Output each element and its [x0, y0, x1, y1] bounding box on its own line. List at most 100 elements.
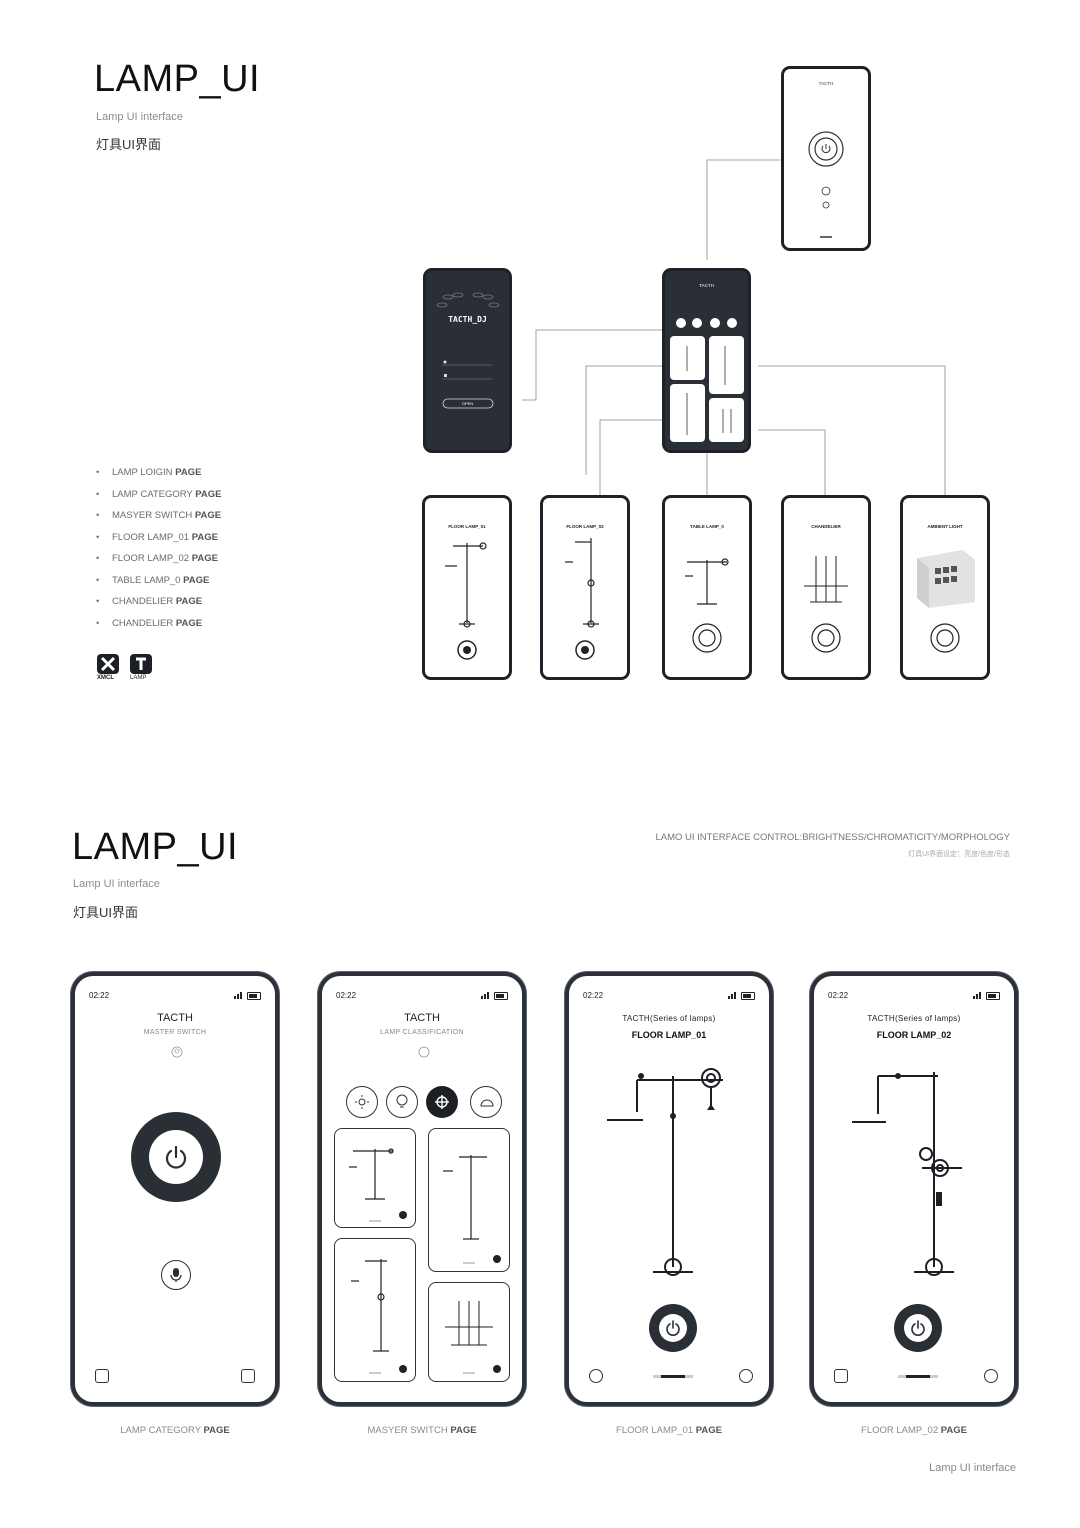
- chandelier-thumb-art: [804, 556, 848, 653]
- pages-list: LAMP LOIGIN PAGE LAMP CATEGORY PAGE MASY…: [96, 466, 221, 638]
- lamp-card-table[interactable]: [334, 1128, 416, 1228]
- caption-floor-lamp-01: FLOOR LAMP_01 PAGE: [616, 1425, 722, 1436]
- table-lamp-thumb[interactable]: TABLE LAMP_0: [662, 495, 752, 680]
- list-item: MASYER SWITCH PAGE: [96, 509, 221, 531]
- microphone-button[interactable]: [739, 1369, 753, 1383]
- login-screen-thumb[interactable]: TACTH_DJ OPEN: [423, 268, 512, 453]
- phone-floor-lamp-02: 02:22 TACTH(Series of lamps) FLOOR LAMP_…: [810, 972, 1018, 1406]
- power-icon: [666, 1320, 680, 1336]
- lamp-logo-icon: [130, 654, 152, 674]
- master-switch-thumb[interactable]: TACTH: [781, 66, 871, 251]
- xmcl-logo-icon: [97, 654, 119, 674]
- category-icon[interactable]: [834, 1369, 848, 1383]
- lamp-logo: LAMP: [130, 654, 152, 681]
- floor-lamp-02-thumb-art: [565, 538, 599, 660]
- lamp-card-floor-01[interactable]: [428, 1128, 510, 1272]
- xmcl-logo: XMCL: [97, 654, 119, 681]
- list-item: FLOOR LAMP_01 PAGE: [96, 531, 221, 553]
- phone-master-switch: 02:22 TACTH MASTER SWITCH: [71, 972, 279, 1406]
- caption-master-switch: LAMP CATEGORY PAGE: [120, 1425, 230, 1436]
- floor-lamp-02-illustration: [351, 1259, 407, 1374]
- floor-lamp-01-thumb[interactable]: FLOOR LAMP_01: [422, 495, 512, 680]
- floor-lamp-02-thumb[interactable]: FLOOR LAMP_02: [540, 495, 630, 680]
- caption-lamp-classification: MASYER SWITCH PAGE: [367, 1425, 477, 1436]
- microphone-button[interactable]: [161, 1260, 191, 1290]
- list-item: CHANDELIER PAGE: [96, 617, 221, 639]
- top-subtitle-en: Lamp UI interface: [96, 111, 183, 123]
- list-item: FLOOR LAMP_02 PAGE: [96, 552, 221, 574]
- bottom-subtitle-cn: 灯具UI界面: [73, 905, 139, 920]
- microphone-button[interactable]: [984, 1369, 998, 1383]
- battery-icon: [247, 992, 261, 1000]
- bulb-icon: [396, 1094, 408, 1108]
- floor-lamp-01-illustration: [443, 1155, 501, 1264]
- ambient-light-thumb-art: [917, 550, 975, 653]
- page-title: TACTH: [404, 1012, 440, 1024]
- category-icon[interactable]: [95, 1369, 109, 1383]
- brightness-slider[interactable]: [653, 1375, 693, 1378]
- footer-label: Lamp UI interface: [929, 1462, 1016, 1474]
- page-title: TACTH(Series of lamps): [867, 1014, 961, 1023]
- lamp-card-floor-02[interactable]: [334, 1238, 416, 1382]
- microphone-icon: [170, 1268, 182, 1282]
- clock-icon[interactable]: [241, 1369, 255, 1383]
- status-bar: 02:22: [89, 991, 261, 1001]
- bottom-subtitle-en: Lamp UI interface: [73, 878, 160, 890]
- bulb-icon: [418, 1046, 430, 1058]
- bulb-tab[interactable]: [386, 1086, 418, 1118]
- top-subtitle-cn: 灯具UI界面: [96, 137, 162, 152]
- phone-lamp-classification: 02:22 TACTH LAMP CLASSIFICATION: [318, 972, 526, 1406]
- page-subtitle: LAMP CLASSIFICATION: [380, 1029, 464, 1036]
- power-icon: [165, 1145, 187, 1169]
- page-title: TACTH(Series of lamps): [622, 1014, 716, 1023]
- flow-connectors: [522, 159, 946, 495]
- login-brand: TACTH_DJ: [448, 315, 487, 324]
- chandelier-thumb[interactable]: CHANDELIER: [781, 495, 871, 680]
- category-hub-art: [670, 318, 744, 442]
- power-icon: [911, 1320, 925, 1336]
- caption-floor-lamp-02: FLOOR LAMP_02 PAGE: [861, 1425, 967, 1436]
- power-button[interactable]: [131, 1112, 221, 1202]
- page-subtitle: FLOOR LAMP_02: [876, 1030, 952, 1040]
- login-decor: [436, 292, 500, 409]
- sun-icon: [355, 1095, 369, 1109]
- chandelier-tab[interactable]: [470, 1086, 502, 1118]
- crosshair-icon: [435, 1095, 449, 1109]
- floor-lamp-tab[interactable]: [426, 1086, 458, 1118]
- battery-icon: [741, 992, 755, 1000]
- status-bar: 02:22: [336, 991, 508, 1001]
- lamp-card-chandelier[interactable]: [428, 1282, 510, 1382]
- battery-icon: [494, 992, 508, 1000]
- bulb-icon: [171, 1046, 183, 1058]
- page-title: TACTH: [157, 1012, 193, 1024]
- top-title: LAMP_UI: [94, 58, 261, 100]
- power-button[interactable]: [649, 1304, 697, 1352]
- page-subtitle: FLOOR LAMP_01: [631, 1030, 707, 1040]
- status-bar: 02:22: [583, 991, 755, 1001]
- table-lamp-illustration: [349, 1148, 407, 1222]
- phone-floor-lamp-01: 02:22 TACTH(Series of lamps) FLOOR LAMP_…: [565, 972, 773, 1406]
- category-hub-thumb[interactable]: TACTH: [662, 268, 751, 453]
- floor-lamp-01-illustration: [607, 1068, 723, 1276]
- brightness-slider[interactable]: [898, 1375, 938, 1378]
- dome-icon: [480, 1099, 494, 1107]
- floor-lamp-02-illustration: [852, 1072, 962, 1276]
- clock-icon[interactable]: [589, 1369, 603, 1383]
- right-subheading: 灯具UI界面设定：亮度/色度/形态: [908, 851, 1010, 858]
- master-switch-thumb-art: [808, 131, 844, 238]
- list-item: LAMP CATEGORY PAGE: [96, 488, 221, 510]
- login-open-button[interactable]: OPEN: [461, 401, 474, 406]
- table-lamp-thumb-art: [685, 558, 729, 653]
- page-subtitle: MASTER SWITCH: [143, 1029, 207, 1036]
- battery-icon: [986, 992, 1000, 1000]
- status-bar: 02:22: [828, 991, 1000, 1001]
- list-item: LAMP LOIGIN PAGE: [96, 466, 221, 488]
- right-heading: LAMO UI INTERFACE CONTROL:BRIGHTNESS/CHR…: [655, 832, 1010, 843]
- power-button[interactable]: [894, 1304, 942, 1352]
- list-item: CHANDELIER PAGE: [96, 595, 221, 617]
- list-item: TABLE LAMP_0 PAGE: [96, 574, 221, 596]
- brightness-tab[interactable]: [346, 1086, 378, 1118]
- chandelier-illustration: [445, 1301, 501, 1374]
- bottom-title: LAMP_UI: [72, 826, 239, 868]
- ambient-light-thumb[interactable]: AMBIENT LIGHT: [900, 495, 990, 680]
